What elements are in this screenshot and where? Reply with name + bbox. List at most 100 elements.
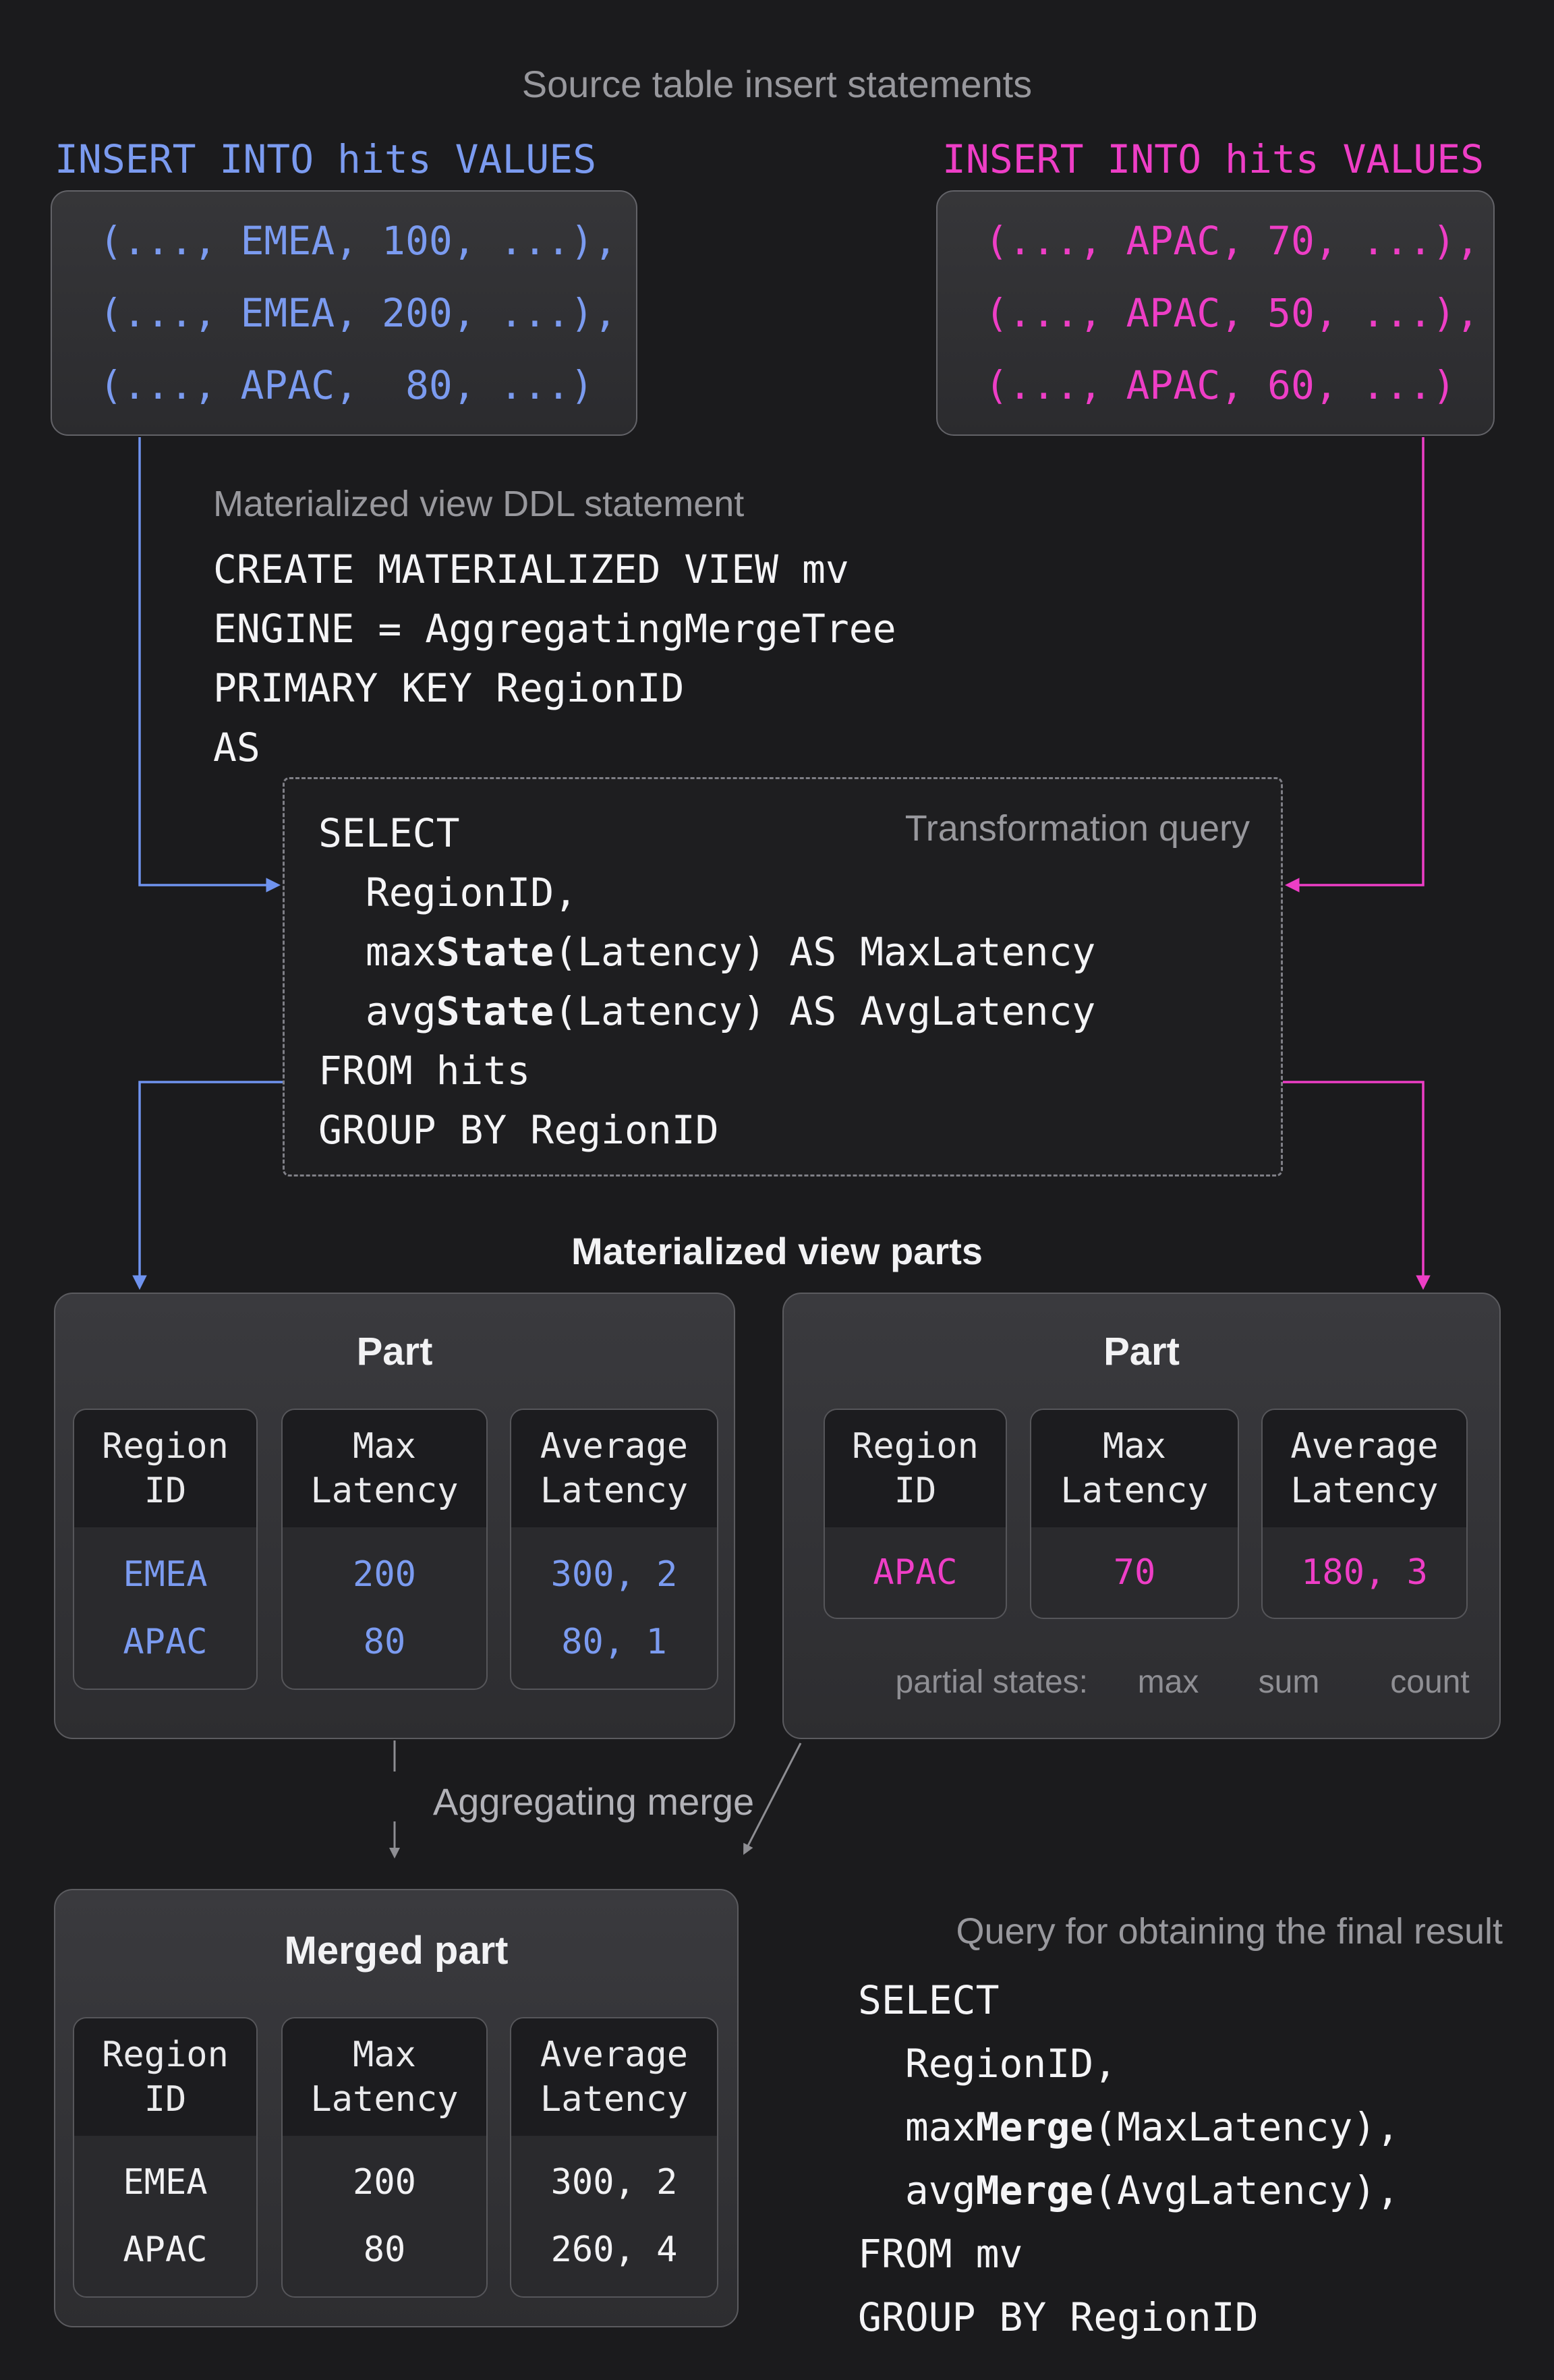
- transformation-query-box: Transformation query SELECT RegionID, ma…: [283, 777, 1283, 1177]
- code-segment: (Latency) AS MaxLatency: [554, 929, 1096, 975]
- code-segment-bold: State: [436, 929, 554, 975]
- column-header-line: Max: [1103, 1426, 1166, 1467]
- code-segment: (MaxLatency),: [1093, 2104, 1400, 2150]
- column-header-line: Latency: [540, 2079, 689, 2120]
- query-code-line: SELECT: [318, 810, 460, 856]
- column-header-line: Latency: [310, 2079, 459, 2120]
- column-header: Average Latency: [1263, 1410, 1466, 1527]
- column-header-line: Region: [102, 1426, 229, 1467]
- column-header: Region ID: [825, 1410, 1006, 1527]
- partial-states-prefix: partial states:: [895, 1664, 1088, 1700]
- code-segment: max: [858, 2104, 976, 2150]
- parts-section-label: Materialized view parts: [571, 1230, 983, 1272]
- arrow-insert-right-to-query: [1285, 437, 1424, 893]
- column-header-line: Average: [540, 1426, 689, 1467]
- code-segment: max: [318, 929, 436, 975]
- cell-value: 180, 3: [1301, 1552, 1428, 1593]
- column-header-line: Average: [540, 2035, 689, 2075]
- column-header: Max Latency: [1031, 1410, 1238, 1527]
- cell-value: 300, 2: [550, 2162, 678, 2203]
- column-header-line: ID: [144, 2079, 187, 2120]
- column-values: 300, 2 260, 4: [511, 2136, 717, 2296]
- column-header-line: Region: [852, 1426, 979, 1467]
- cell-value: APAC: [123, 1621, 208, 1662]
- cell-value: EMEA: [123, 1554, 208, 1595]
- column-header-line: Average: [1290, 1426, 1439, 1467]
- column-values: 180, 3: [1263, 1527, 1466, 1618]
- insert-right-row: (..., APAC, 60, ...): [985, 362, 1456, 408]
- transformation-query-code: SELECT RegionID, maxState(Latency) AS Ma…: [318, 803, 1095, 1160]
- query-code-line: FROM hits: [318, 1048, 531, 1094]
- code-segment: (AvgLatency),: [1093, 2168, 1400, 2213]
- ddl-code-line: CREATE MATERIALIZED VIEW mv: [213, 546, 849, 592]
- column-values: 70: [1031, 1527, 1238, 1618]
- code-segment: avg: [318, 988, 436, 1034]
- cell-value: APAC: [123, 2230, 208, 2270]
- merged-column-region: Region ID EMEA APAC: [73, 2017, 258, 2298]
- ddl-code-line: AS: [213, 725, 260, 770]
- part-right-column-max: Max Latency 70: [1030, 1409, 1239, 1619]
- query-code-line: maxState(Latency) AS MaxLatency: [318, 922, 1096, 982]
- insert-left-row: (..., APAC, 80, ...): [99, 362, 594, 408]
- insert-left-values-box: (..., EMEA, 100, ...), (..., EMEA, 200, …: [51, 190, 637, 436]
- column-values: 200 80: [283, 1527, 486, 1689]
- column-header-line: ID: [894, 1471, 937, 1511]
- final-query-code: SELECT RegionID, maxMerge(MaxLatency), a…: [858, 1968, 1400, 2349]
- query-code-line: maxMerge(MaxLatency),: [858, 2095, 1400, 2159]
- page-title: Source table insert statements: [521, 63, 1033, 105]
- code-segment: avg: [858, 2168, 976, 2213]
- insert-left-row: (..., EMEA, 200, ...),: [99, 290, 618, 336]
- query-code-line: FROM mv: [858, 2231, 1023, 2277]
- part-left-column-region: Region ID EMEA APAC: [73, 1409, 258, 1690]
- cell-value: 200: [353, 1554, 416, 1595]
- query-code-line: avgMerge(AvgLatency),: [858, 2159, 1400, 2222]
- column-header-line: Max: [353, 1426, 416, 1467]
- merged-part-title: Merged part: [284, 1929, 509, 1973]
- cell-value: 300, 2: [550, 1554, 678, 1595]
- partial-state-label-sum: sum: [1258, 1664, 1320, 1700]
- column-header-line: Max: [353, 2035, 416, 2075]
- query-code-line: RegionID,: [318, 870, 578, 915]
- column-header-line: Latency: [1290, 1471, 1439, 1511]
- code-segment-bold: Merge: [975, 2104, 1094, 2150]
- query-code-line: SELECT: [858, 1977, 1000, 2023]
- part-left-column-max: Max Latency 200 80: [281, 1409, 488, 1690]
- column-header: Region ID: [74, 2018, 256, 2136]
- code-segment: (Latency) AS AvgLatency: [554, 988, 1096, 1034]
- insert-left-row: (..., EMEA, 100, ...),: [99, 218, 618, 264]
- insert-left-statement: INSERT INTO hits VALUES: [55, 136, 597, 182]
- part-right-column-avg: Average Latency 180, 3: [1261, 1409, 1468, 1619]
- cell-value: 70: [1113, 1552, 1156, 1593]
- cell-value: 80, 1: [561, 1621, 667, 1662]
- final-query-label: Query for obtaining the final result: [956, 1911, 1503, 1952]
- cell-value: 80: [363, 2230, 406, 2270]
- part-box-right-title: Part: [1103, 1330, 1180, 1373]
- cell-value: EMEA: [123, 2162, 208, 2203]
- partial-state-label-max: max: [1137, 1664, 1199, 1700]
- column-header: Average Latency: [511, 1410, 717, 1527]
- column-values: APAC: [825, 1527, 1006, 1618]
- cell-value: 260, 4: [550, 2230, 678, 2270]
- transformation-query-label: Transformation query: [904, 808, 1250, 849]
- ddl-code: CREATE MATERIALIZED VIEW mv ENGINE = Agg…: [213, 540, 896, 777]
- insert-right-statement: INSERT INTO hits VALUES: [942, 136, 1485, 182]
- column-values: 200 80: [283, 2136, 486, 2296]
- column-header-line: Latency: [540, 1471, 689, 1511]
- part-box-left-title: Part: [356, 1330, 433, 1373]
- ddl-code-line: ENGINE = AggregatingMergeTree: [213, 606, 896, 652]
- column-header: Region ID: [74, 1410, 256, 1527]
- query-code-line: avgState(Latency) AS AvgLatency: [318, 982, 1096, 1041]
- partial-state-label-count: count: [1390, 1664, 1470, 1700]
- cell-value: 200: [353, 2162, 416, 2203]
- merged-column-avg: Average Latency 300, 2 260, 4: [510, 2017, 718, 2298]
- query-code-line: GROUP BY RegionID: [858, 2294, 1259, 2340]
- merged-column-max: Max Latency 200 80: [281, 2017, 488, 2298]
- query-code-line: GROUP BY RegionID: [318, 1107, 719, 1153]
- column-values: EMEA APAC: [74, 1527, 256, 1689]
- insert-right-row: (..., APAC, 50, ...),: [985, 290, 1480, 336]
- cell-value: 80: [363, 1621, 406, 1662]
- column-values: 300, 2 80, 1: [511, 1527, 717, 1689]
- ddl-code-line: PRIMARY KEY RegionID: [213, 665, 685, 711]
- ddl-label: Materialized view DDL statement: [213, 484, 745, 524]
